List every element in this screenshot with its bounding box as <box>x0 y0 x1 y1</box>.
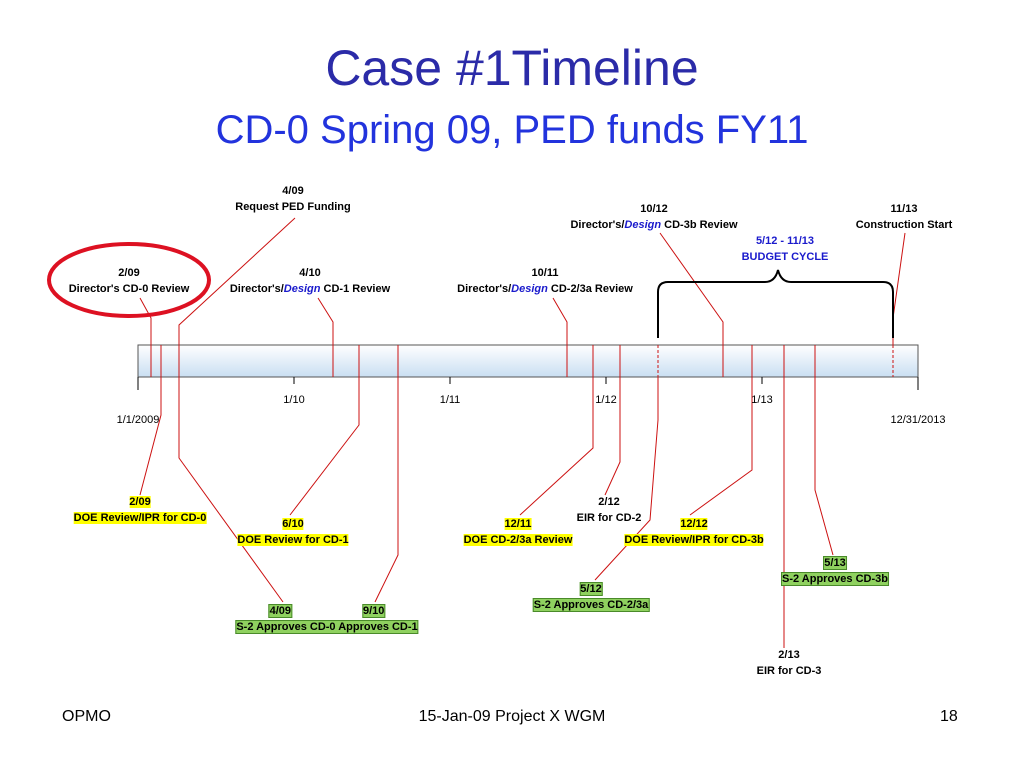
event-text: Director's/Design CD-1 Review <box>230 281 390 297</box>
event-cd0-review: 2/09 Director's CD-0 Review <box>69 265 190 297</box>
event-doe-review-cd0: 2/09 DOE Review/IPR for CD-0 <box>73 494 207 526</box>
event-text: EIR for CD-3 <box>756 665 822 677</box>
event-date: 10/12 <box>640 203 668 215</box>
event-markers <box>150 345 894 377</box>
event-text: S-2 Approves CD-3b <box>781 572 889 586</box>
event-text: DOE Review for CD-1 <box>237 534 349 546</box>
event-date: 2/13 <box>778 649 800 661</box>
event-date: 5/12 <box>579 582 603 596</box>
axis-start-label: 1/1/2009 <box>116 414 160 426</box>
event-date: 9/10 <box>362 604 386 618</box>
event-request-ped-funding: 4/09 Request PED Funding <box>235 183 351 215</box>
event-text: S-2 Approves CD-0 Approves CD-1 <box>235 620 419 634</box>
event-eir-cd2: 2/12 EIR for CD-2 <box>577 494 642 526</box>
event-text-post: CD-3b Review <box>661 219 738 231</box>
event-text-post: CD-1 Review <box>320 283 391 295</box>
event-s2-approves-cd3b: 5/13 S-2 Approves CD-3b <box>781 555 889 587</box>
budget-bracket <box>657 269 894 338</box>
event-cd3b-review: 10/12 Director's/Design CD-3b Review <box>570 201 737 233</box>
event-doe-cd2-3a-review: 12/11 DOE CD-2/3a Review <box>463 516 573 548</box>
budget-range: 5/12 - 11/13 <box>755 235 815 247</box>
event-date: 12/12 <box>680 518 708 530</box>
bottom-leaders <box>139 377 834 648</box>
event-date: 4/09 <box>282 185 304 197</box>
page-title: Case #1Timeline <box>325 40 699 96</box>
event-date: 5/13 <box>823 556 847 570</box>
axis-tick-label: 1/10 <box>283 394 305 406</box>
axis-tick-label: 1/12 <box>595 394 617 406</box>
event-text-post: CD-2/3a Review <box>547 283 633 295</box>
event-s2-approves-cd0-cd1: 4/09 9/10 S-2 Approves CD-0 Approves CD-1 <box>235 603 419 635</box>
design-label: Design <box>511 283 548 295</box>
event-doe-review-cd3b: 12/12 DOE Review/IPR for CD-3b <box>624 516 764 548</box>
event-text: Director's/Design CD-3b Review <box>570 217 737 233</box>
axis-end-label: 12/31/2013 <box>890 414 946 426</box>
event-text: Director's/Design CD-2/3a Review <box>457 281 633 297</box>
budget-text: BUDGET CYCLE <box>741 251 829 263</box>
event-text: EIR for CD-2 <box>576 512 642 524</box>
event-doe-review-cd1: 6/10 DOE Review for CD-1 <box>237 516 349 548</box>
event-text-pre: Director's/ <box>570 219 625 231</box>
event-date: 2/09 <box>118 267 140 279</box>
footer-center: 15-Jan-09 Project X WGM <box>418 708 606 725</box>
event-text: DOE Review/IPR for CD-3b <box>624 534 764 546</box>
axis-tick-label: 1/11 <box>439 394 461 406</box>
footer-left: OPMO <box>62 708 111 725</box>
event-eir-cd3: 2/13 EIR for CD-3 <box>757 647 822 679</box>
event-construction-start: 11/13 Construction Start <box>856 201 953 233</box>
event-text: Construction Start <box>855 219 953 231</box>
event-date: 2/09 <box>129 496 151 508</box>
design-label: Design <box>624 219 662 231</box>
event-date: 10/11 <box>531 267 559 279</box>
design-label: Design <box>283 283 321 295</box>
event-date: 11/13 <box>890 203 918 215</box>
event-text: DOE CD-2/3a Review <box>463 534 573 546</box>
event-text-pre: Director's/ <box>457 283 512 295</box>
event-date: 6/10 <box>282 518 304 530</box>
event-text: Director's CD-0 Review <box>68 283 190 295</box>
event-date: 4/09 <box>268 604 292 618</box>
event-text: Request PED Funding <box>235 201 351 213</box>
event-date: 4/10 <box>299 267 321 279</box>
budget-cycle-label: 5/12 - 11/13 BUDGET CYCLE <box>742 233 829 265</box>
slide-number: 18 <box>940 708 958 725</box>
event-cd2-3a-review: 10/11 Director's/Design CD-2/3a Review <box>457 265 633 297</box>
timeline-bar <box>137 344 919 378</box>
event-s2-approves-cd2-3a: 5/12 S-2 Approves CD-2/3a <box>532 581 650 613</box>
axis-ticks <box>137 377 919 390</box>
event-text: DOE Review/IPR for CD-0 <box>73 512 207 524</box>
event-text-pre: Director's/ <box>229 283 284 295</box>
page-subtitle: CD-0 Spring 09, PED funds FY11 <box>215 108 809 152</box>
event-date: 2/12 <box>598 496 620 508</box>
event-cd1-review: 4/10 Director's/Design CD-1 Review <box>230 265 390 297</box>
event-text: S-2 Approves CD-2/3a <box>532 598 650 612</box>
highlight-circle <box>47 242 211 318</box>
event-date: 12/11 <box>504 518 532 530</box>
axis-tick-label: 1/13 <box>751 394 773 406</box>
